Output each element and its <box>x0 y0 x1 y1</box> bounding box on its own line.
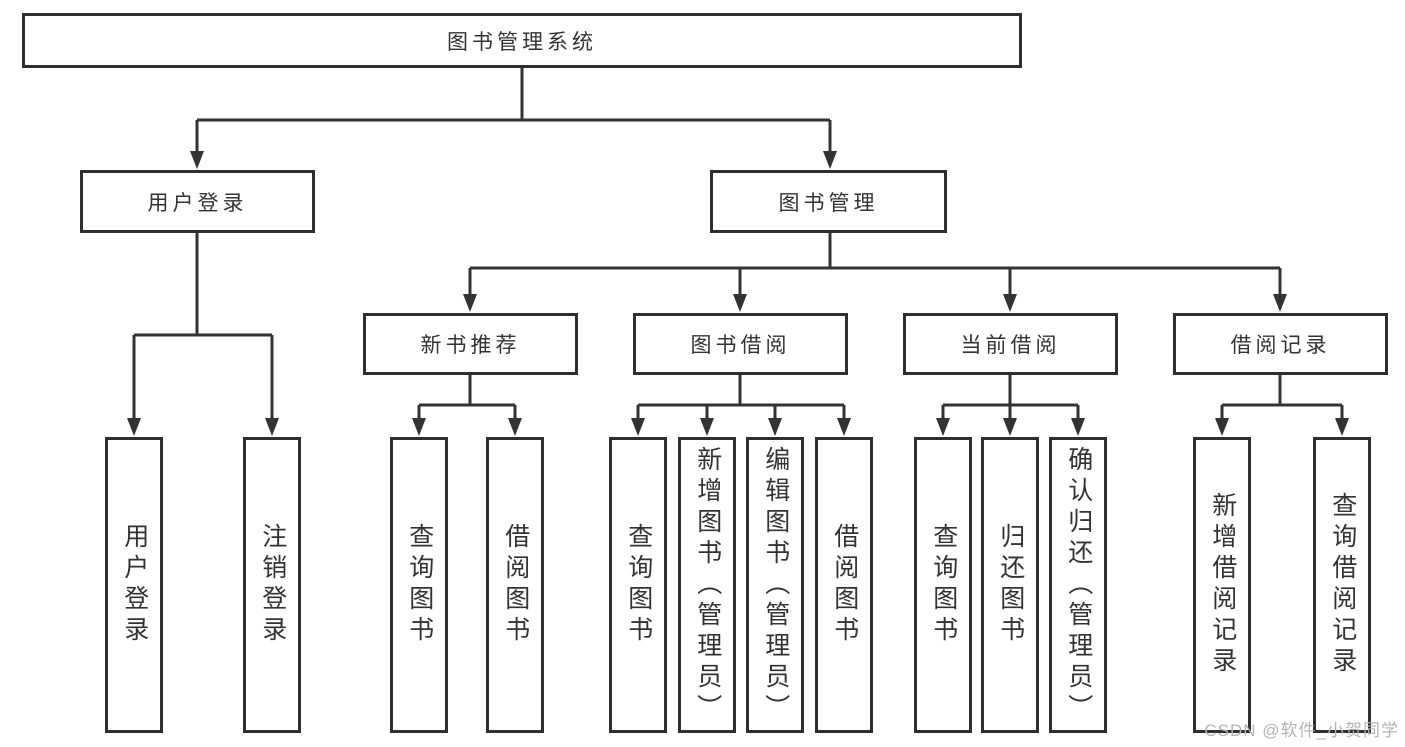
node-records-query-record: 查询借阅记录 <box>1313 437 1371 733</box>
node-borrow-borrow-books-label: 借阅图书 <box>830 523 859 647</box>
node-borrow-borrow-books: 借阅图书 <box>815 437 873 733</box>
connector-book-management-to-level3 <box>463 233 1287 312</box>
node-book-management-label: 图书管理 <box>778 191 879 215</box>
node-current-query-books-label: 查询图书 <box>929 523 958 647</box>
node-borrow-edit-books-admin-label: 编辑图书（管理员） <box>761 445 790 725</box>
connector-current-borrow-to-leaves <box>936 375 1085 436</box>
node-new-book-recommend-label: 新书推荐 <box>420 334 521 357</box>
node-current-confirm-return-admin: 确认归还（管理员） <box>1049 437 1107 733</box>
node-records-query-record-label: 查询借阅记录 <box>1328 492 1357 678</box>
node-current-borrow: 当前借阅 <box>903 313 1118 375</box>
connector-root-to-level2 <box>190 68 837 169</box>
node-user-login-label: 用户登录 <box>147 191 248 215</box>
node-newbooks-query-books-label: 查询图书 <box>405 523 434 647</box>
node-leaf-logout: 注销登录 <box>243 437 301 733</box>
node-book-borrow-label: 图书借阅 <box>690 334 791 357</box>
node-borrow-records: 借阅记录 <box>1173 313 1388 375</box>
node-book-management: 图书管理 <box>710 170 947 233</box>
node-newbooks-query-books: 查询图书 <box>390 437 448 733</box>
node-root: 图书管理系统 <box>22 13 1022 68</box>
node-current-confirm-return-admin-label: 确认归还（管理员） <box>1064 445 1093 725</box>
node-records-add-record: 新增借阅记录 <box>1193 437 1251 733</box>
node-newbooks-borrow-books: 借阅图书 <box>486 437 544 733</box>
connector-new-books-to-leaves <box>412 375 522 436</box>
node-current-return-books: 归还图书 <box>981 437 1039 733</box>
node-borrow-query-books: 查询图书 <box>609 437 667 733</box>
connector-user-login-to-leaves <box>127 233 279 436</box>
node-user-login: 用户登录 <box>80 170 315 233</box>
node-borrow-add-books-admin-label: 新增图书（管理员） <box>693 445 722 725</box>
node-borrow-add-books-admin: 新增图书（管理员） <box>678 437 736 733</box>
node-borrow-records-label: 借阅记录 <box>1230 334 1331 357</box>
connector-book-borrow-to-leaves <box>631 375 851 436</box>
node-borrow-query-books-label: 查询图书 <box>624 523 653 647</box>
node-book-borrow: 图书借阅 <box>633 313 848 375</box>
node-new-book-recommend: 新书推荐 <box>363 313 578 375</box>
node-current-borrow-label: 当前借阅 <box>960 334 1061 357</box>
node-root-label: 图书管理系统 <box>447 30 597 54</box>
node-current-return-books-label: 归还图书 <box>996 523 1025 647</box>
node-leaf-logout-label: 注销登录 <box>258 523 287 647</box>
csdn-watermark: CSDN @软件_小贺同学 <box>1204 721 1399 740</box>
node-records-add-record-label: 新增借阅记录 <box>1208 492 1237 678</box>
node-newbooks-borrow-books-label: 借阅图书 <box>501 523 530 647</box>
node-current-query-books: 查询图书 <box>914 437 972 733</box>
node-leaf-user-login-label: 用户登录 <box>120 523 149 647</box>
node-leaf-user-login: 用户登录 <box>105 437 163 733</box>
connector-borrow-records-to-leaves <box>1215 375 1349 436</box>
node-borrow-edit-books-admin: 编辑图书（管理员） <box>746 437 804 733</box>
